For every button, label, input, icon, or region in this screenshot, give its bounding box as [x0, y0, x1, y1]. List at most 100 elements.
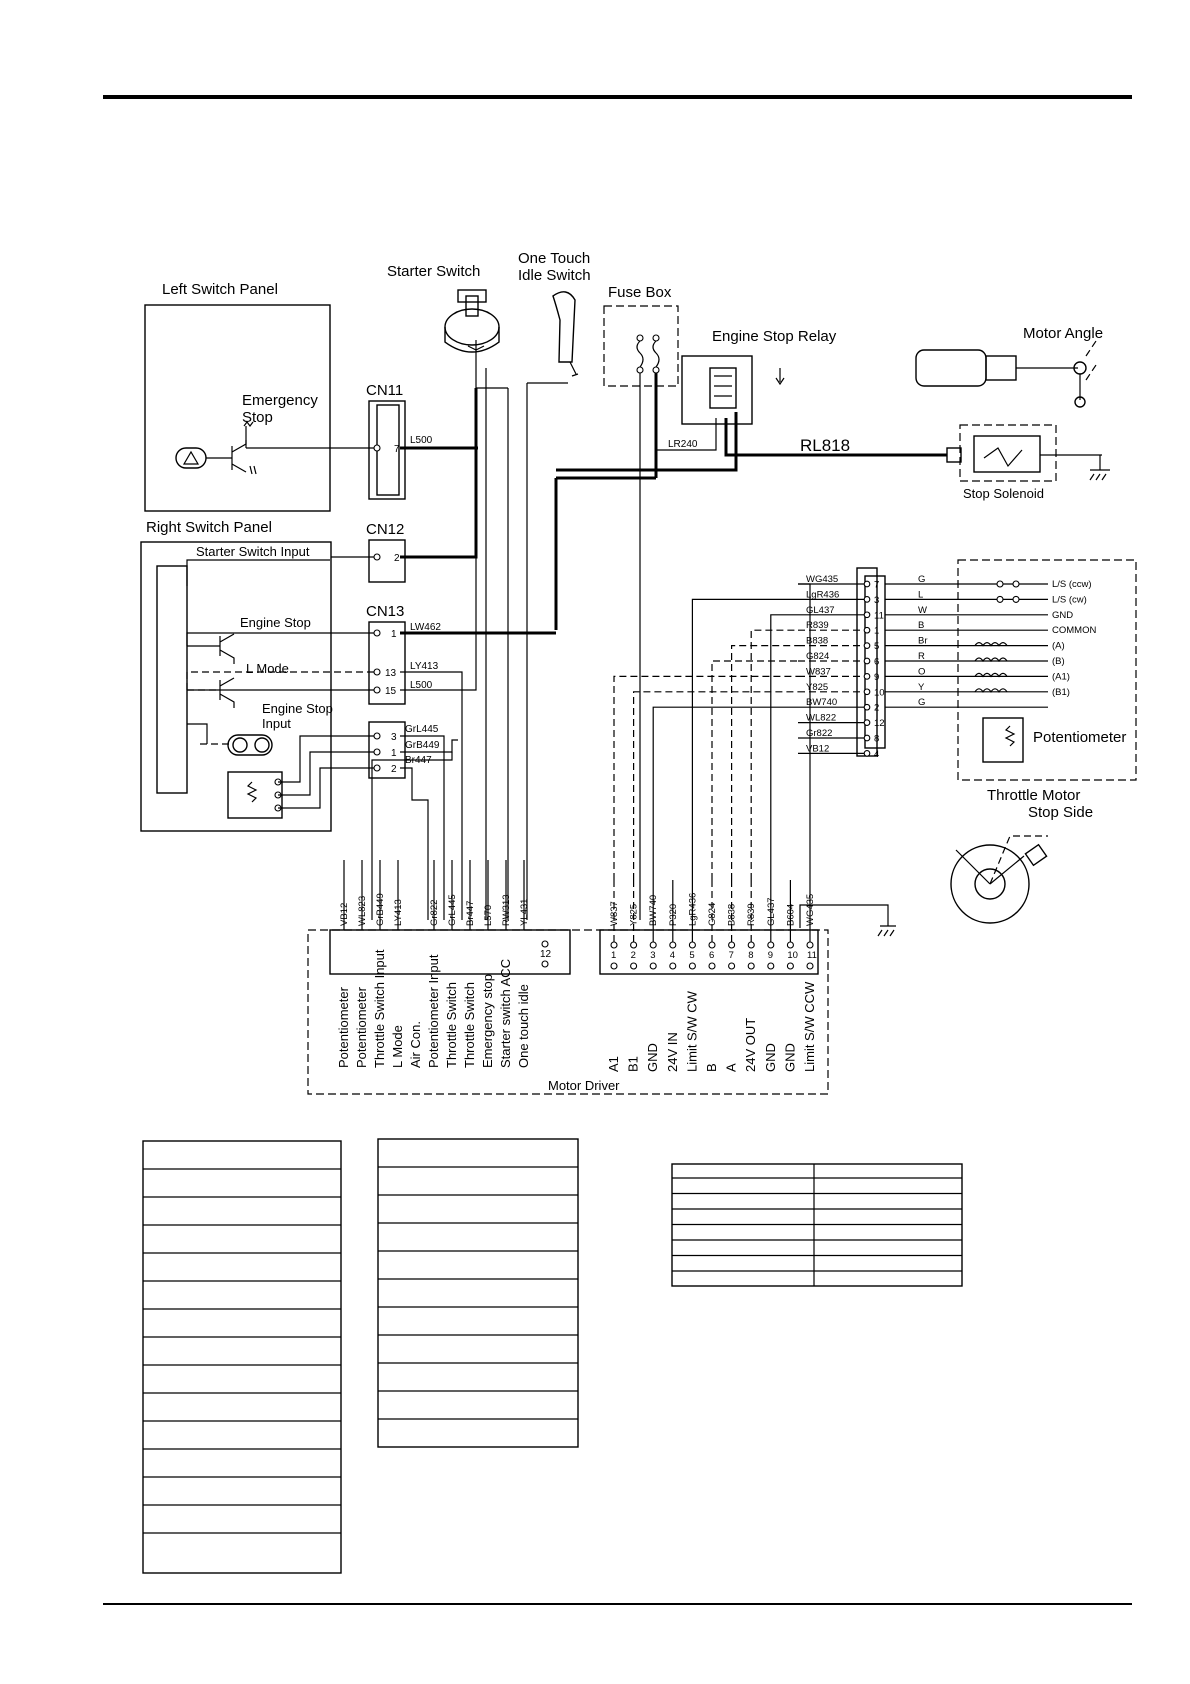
tc-pin-number: 8 — [874, 734, 879, 745]
md-right-function: 24V OUT — [743, 1018, 758, 1072]
svg-text:12: 12 — [540, 949, 552, 960]
md-right-function: Limit S/W CW — [684, 990, 699, 1072]
svg-text:Stop: Stop — [242, 409, 273, 426]
coil-icon — [974, 672, 1008, 678]
md-right-function: 24V IN — [665, 1032, 680, 1072]
md-right-pin-number: 2 — [631, 950, 636, 961]
tc-wire-label: B838 — [806, 636, 828, 647]
md-right-wire-label: G824 — [707, 903, 718, 926]
tc-pin — [863, 734, 871, 742]
tm-pin-desc: GND — [1052, 610, 1073, 621]
wire-lw462: LW462 — [410, 622, 441, 633]
tm-pin-desc: L/S (ccw) — [1052, 579, 1092, 590]
right-switch-panel: Right Switch Panel Starter Switch Input … — [140, 519, 333, 832]
md-left-function: Throttle Switch — [462, 982, 477, 1068]
md-left-wire-label: L570 — [483, 905, 494, 926]
md-left-wire-label: VB12 — [339, 903, 350, 926]
motor-driver: Motor Driver 12 VB12PotentiometerWL823Po… — [307, 583, 829, 1095]
svg-text:Input: Input — [262, 716, 291, 731]
svg-text:Fuse Box: Fuse Box — [608, 284, 672, 301]
md-right-pin — [708, 941, 716, 949]
starter-switch: Starter Switch — [387, 263, 500, 353]
md-right-pin — [767, 962, 775, 970]
tm-wire-code: L — [918, 589, 923, 600]
md-left-function: Potentiometer — [336, 986, 351, 1068]
tc-wire-label: R839 — [806, 620, 829, 631]
wire-run — [770, 614, 798, 880]
coil-icon — [974, 657, 1008, 663]
tc-pin — [863, 750, 871, 757]
md-right-function: GND — [645, 1043, 660, 1072]
wire-run — [750, 629, 798, 880]
tc-pin — [863, 580, 871, 588]
md-right-pin — [669, 941, 677, 949]
md-left-function: Throttle Switch Input — [372, 949, 387, 1068]
tc-wire-label: BW740 — [806, 697, 837, 708]
md-left-wire-label: Gr822 — [429, 900, 440, 926]
connector-cn11: CN11 7 — [366, 382, 406, 500]
md-left-wire-label: Br447 — [465, 901, 476, 926]
md-right-pin-number: 8 — [748, 950, 753, 961]
tm-wire-code: G — [918, 697, 925, 708]
md-left-function: L Mode — [390, 1025, 405, 1068]
md-right-wire-label: R839 — [746, 903, 757, 926]
md-right-wire-label: B838 — [727, 904, 738, 926]
wire-run — [798, 583, 811, 880]
tm-wire-code: W — [918, 605, 927, 616]
limit-switch-contact — [1012, 595, 1020, 603]
md-right-function: B — [704, 1063, 719, 1072]
tc-pin — [863, 596, 871, 603]
svg-text:15: 15 — [385, 686, 397, 697]
md-right-wire-label: Y825 — [629, 904, 640, 926]
wire-run — [711, 660, 798, 880]
blank-table-2 — [377, 1138, 579, 1448]
md-left-function: Potentiometer Input — [426, 954, 441, 1068]
svg-text:Engine Stop: Engine Stop — [262, 701, 333, 716]
svg-text:Engine Stop Relay: Engine Stop Relay — [712, 328, 837, 345]
tc-pin-number: 6 — [874, 657, 879, 668]
tc-pin — [863, 719, 871, 726]
md-right-pin — [728, 941, 736, 949]
motor-angle: Motor Angle — [915, 325, 1103, 408]
svg-text:One Touch: One Touch — [518, 250, 590, 267]
svg-text:Starter Switch Input: Starter Switch Input — [196, 544, 310, 559]
md-right-pin — [786, 962, 794, 970]
tc-pin-number: 4 — [874, 749, 879, 760]
tm-pin-desc: L/S (cw) — [1052, 594, 1087, 605]
tc-pin-number: 2 — [874, 703, 879, 714]
md-left-wire-label: RW313 — [501, 894, 512, 926]
md-right-pin — [688, 962, 696, 970]
tc-wire-label: WL822 — [806, 713, 836, 724]
stop-solenoid: Stop Solenoid — [946, 424, 1057, 501]
md-right-pin — [747, 941, 755, 949]
md-right-function: GND — [782, 1043, 797, 1072]
md-left-function: Throttle Switch — [444, 982, 459, 1068]
tc-pin-number: 7 — [874, 580, 879, 591]
md-right-pin — [806, 962, 814, 970]
md-right-function: A — [724, 1063, 739, 1072]
tc-pin — [863, 657, 871, 665]
svg-text:1: 1 — [391, 629, 397, 640]
tm-wire-code: Y — [918, 682, 925, 693]
md-right-pin — [649, 941, 657, 949]
wire-l500b: L500 — [410, 680, 433, 691]
engine-stop-relay: Engine Stop Relay — [681, 328, 837, 425]
md-right-pin — [786, 941, 794, 949]
svg-text:7: 7 — [394, 444, 400, 455]
md-right-pin — [649, 962, 657, 970]
md-right-function: A1 — [606, 1056, 621, 1072]
md-left-wire-label: LY413 — [393, 899, 404, 926]
md-right-pin — [806, 941, 814, 949]
wire-grl445: GrL445 — [405, 724, 439, 735]
svg-text:CN11: CN11 — [366, 382, 403, 399]
svg-text:CN13: CN13 — [366, 603, 404, 620]
md-left-wire-label: YL431 — [519, 899, 530, 926]
md-right-pin-number: 9 — [768, 950, 773, 961]
md-left-function: One touch idle — [516, 984, 531, 1068]
tm-pin-desc: (B) — [1052, 656, 1065, 667]
tc-pin — [863, 688, 871, 696]
md-right-function: GND — [763, 1043, 778, 1072]
tc-wire-label: WG435 — [806, 574, 838, 585]
left-switch-panel-label: Left Switch Panel — [162, 281, 278, 298]
